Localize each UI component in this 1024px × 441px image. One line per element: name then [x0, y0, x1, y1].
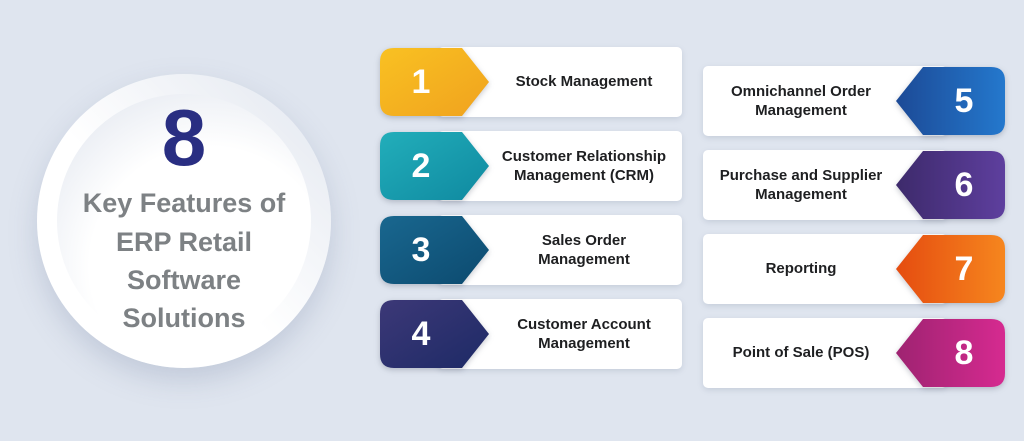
- arrow-left-icon: 5: [896, 67, 1005, 135]
- badge-count: 8: [161, 93, 207, 183]
- feature-number: 5: [954, 82, 974, 120]
- feature-number: 4: [411, 315, 431, 353]
- feature-row-3: Sales Order Management 3: [380, 215, 682, 285]
- feature-column-left: Stock Management 1 Customer Relationship…: [380, 47, 682, 383]
- arrow-right-icon: 4: [380, 300, 489, 368]
- badge-circle-outer: 8 Key Features of ERP Retail Software So…: [37, 74, 331, 368]
- feature-number: 1: [411, 63, 431, 101]
- arrow-left-icon: 8: [896, 319, 1005, 387]
- badge-circle-inner: 8 Key Features of ERP Retail Software So…: [57, 94, 311, 348]
- feature-number: 2: [411, 147, 431, 185]
- arrow-right-icon: 3: [380, 216, 489, 284]
- feature-label: Stock Management: [515, 73, 653, 91]
- feature-label: Sales Order Management: [538, 231, 630, 269]
- arrow-left-icon: 7: [896, 235, 1005, 303]
- feature-number: 8: [954, 334, 974, 372]
- arrow-left-icon: 6: [896, 151, 1005, 219]
- feature-row-1: Stock Management 1: [380, 47, 682, 117]
- badge-title: Key Features of ERP Retail Software Solu…: [82, 188, 286, 334]
- feature-row-6: Purchase and Supplier Management 6: [703, 150, 1005, 220]
- feature-row-4: Customer Account Management 4: [380, 299, 682, 369]
- feature-row-7: Reporting 7: [703, 234, 1005, 304]
- feature-number: 6: [954, 166, 974, 204]
- feature-number: 3: [411, 231, 431, 269]
- feature-row-2: Customer Relationship Management (CRM) 2: [380, 131, 682, 201]
- feature-column-right: Omnichannel Order Management 5 Purchase …: [703, 66, 1005, 402]
- feature-number: 7: [954, 250, 974, 288]
- feature-label: Customer Account Management: [517, 315, 651, 353]
- arrow-right-icon: 1: [380, 48, 489, 116]
- feature-label: Point of Sale (POS): [732, 344, 870, 362]
- feature-label: Purchase and Supplier Management: [719, 166, 883, 204]
- feature-label: Customer Relationship Management (CRM): [501, 147, 667, 185]
- feature-row-8: Point of Sale (POS) 8: [703, 318, 1005, 388]
- feature-label: Reporting: [765, 260, 837, 278]
- arrow-right-icon: 2: [380, 132, 489, 200]
- feature-label: Omnichannel Order Management: [730, 82, 872, 120]
- feature-row-5: Omnichannel Order Management 5: [703, 66, 1005, 136]
